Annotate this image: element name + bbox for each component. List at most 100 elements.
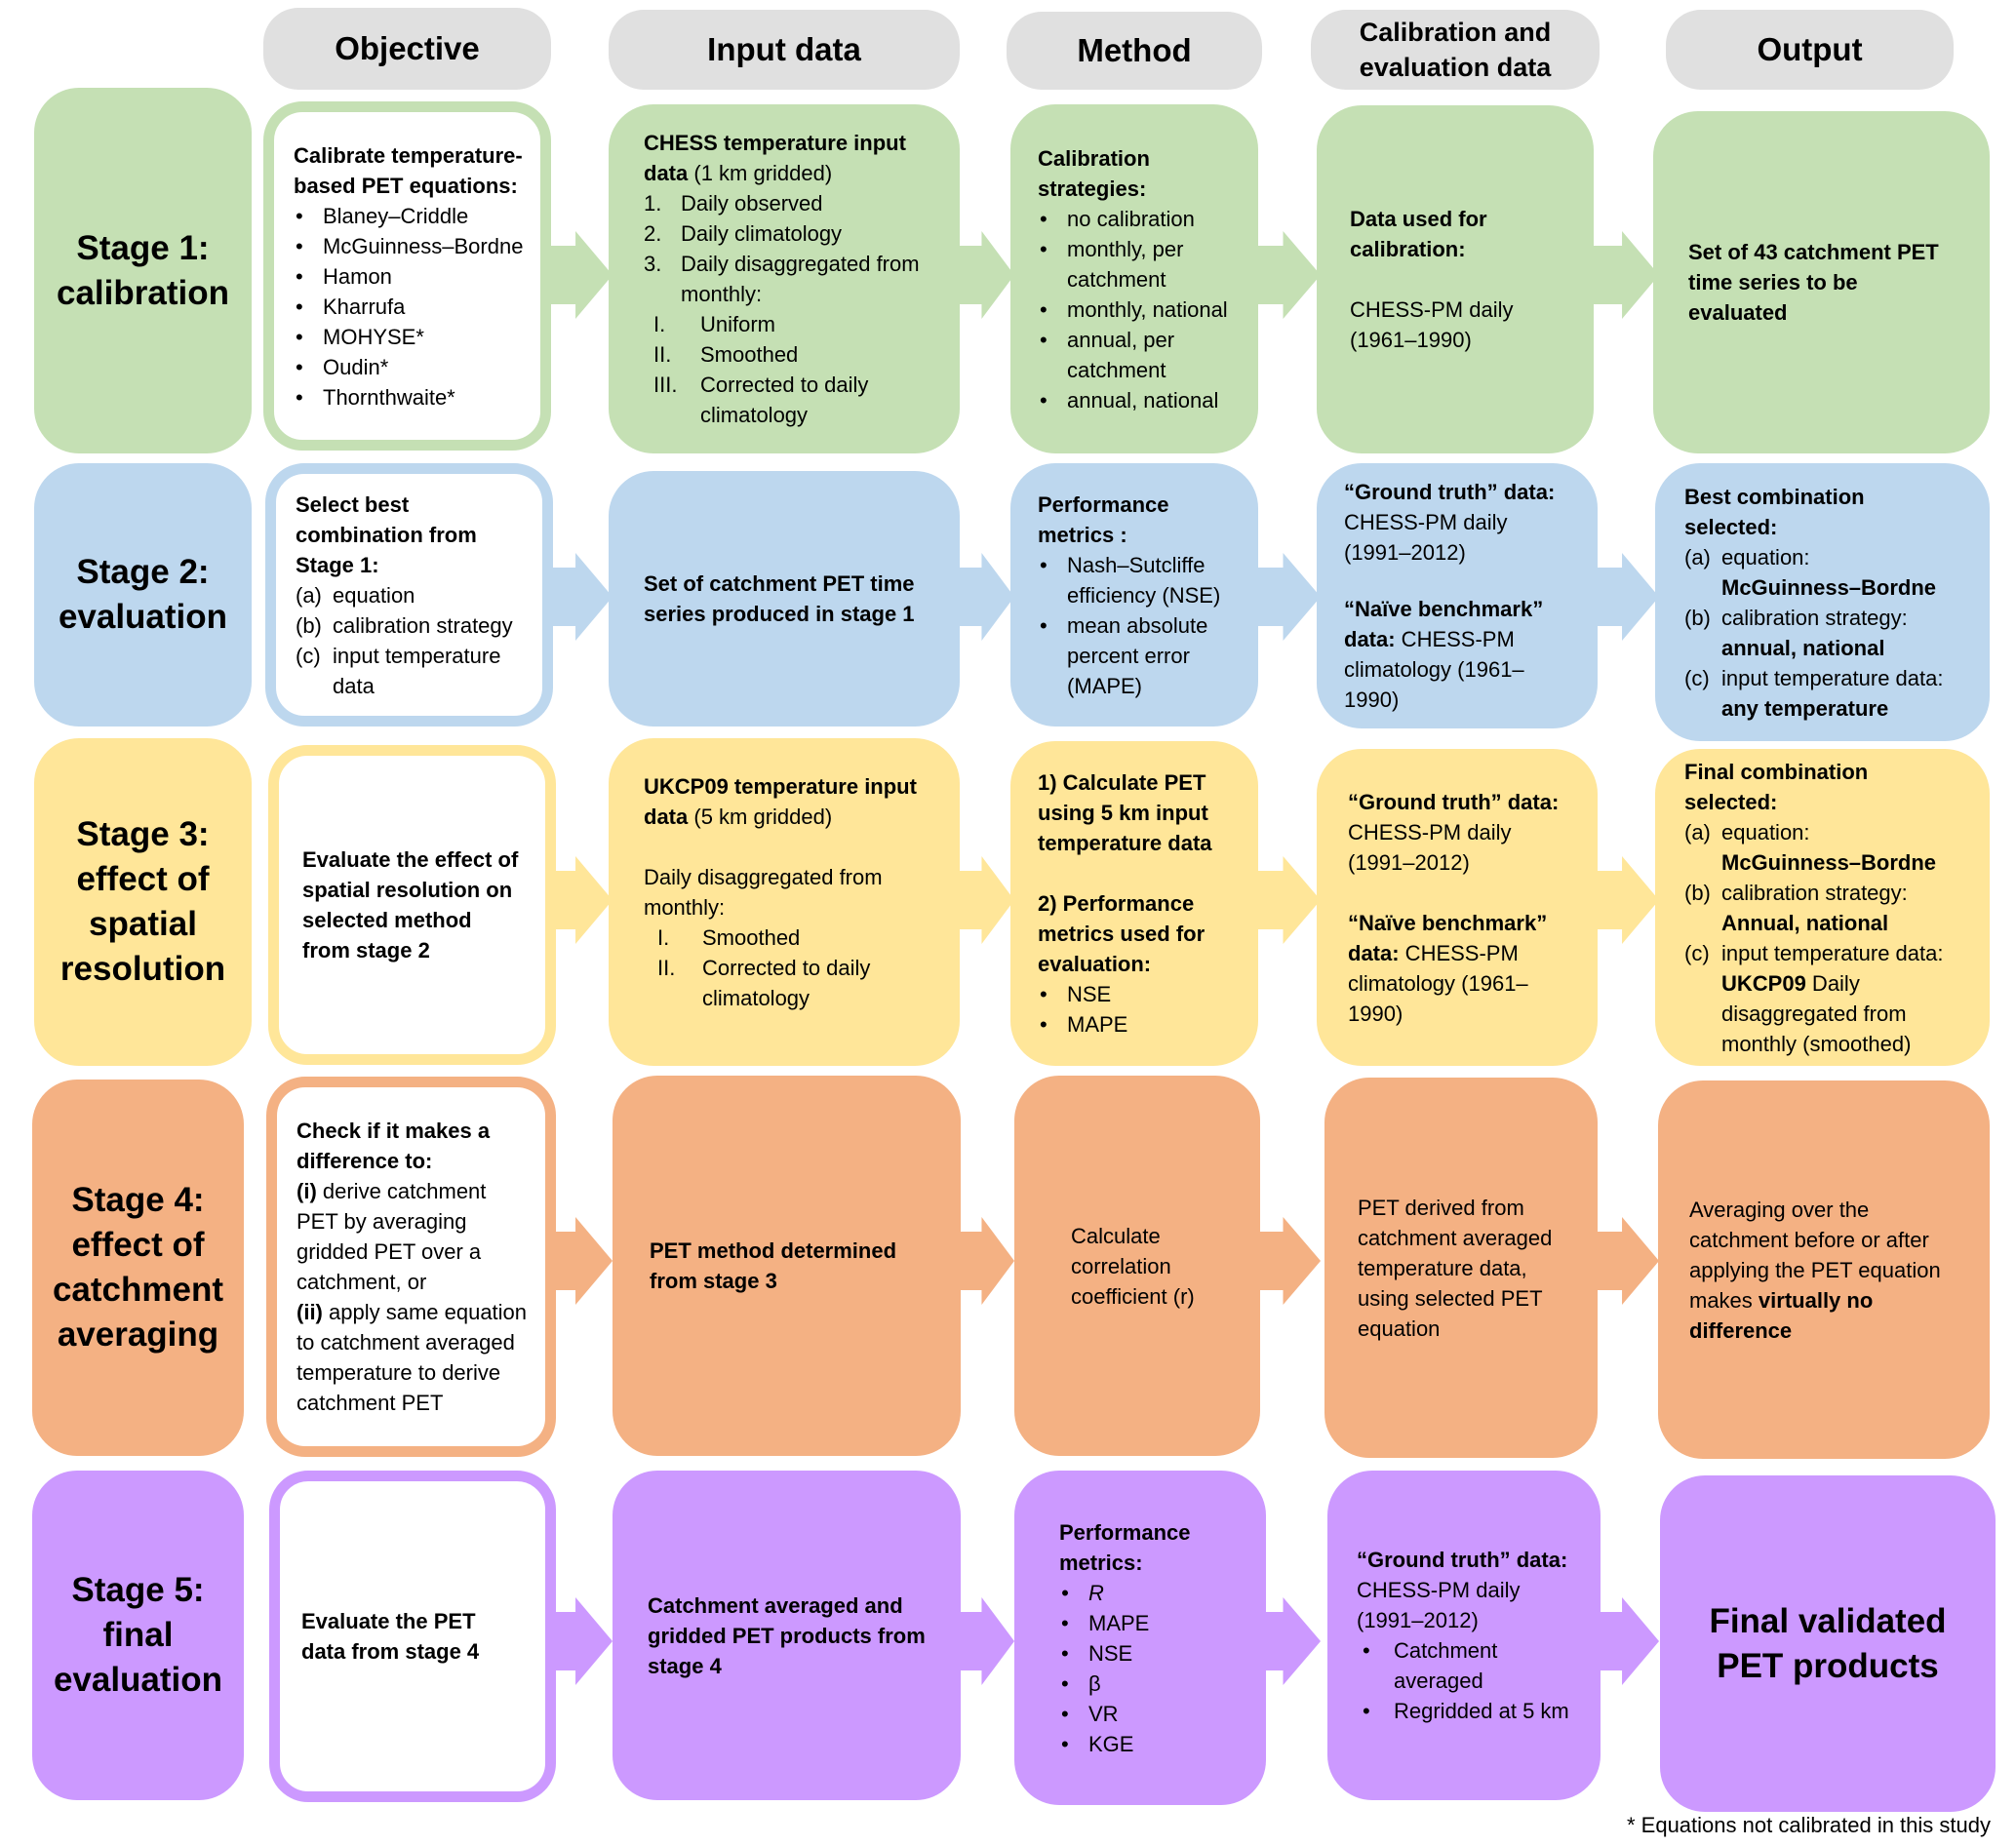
stage1-calib-title: Data used for calibration:	[1350, 207, 1487, 261]
input-subitem: II. Corrected to daily climatology	[644, 953, 925, 1013]
stage5-label-line1: Stage 5:	[71, 1571, 205, 1609]
metric-item: β	[1059, 1669, 1221, 1699]
metric-item: NSE	[1038, 979, 1231, 1009]
item-text: Corrected to daily climatology	[702, 956, 871, 1010]
item-marker: I.	[657, 925, 670, 950]
option-i-label: (i)	[296, 1179, 317, 1203]
stage5-objective: Evaluate the PET data from stage 4	[269, 1471, 556, 1802]
equation-item: Hamon	[294, 261, 527, 292]
naive-benchmark-label: “Naïve benchmark” data:	[1344, 597, 1544, 651]
stage5-output-text: Final validated PET products	[1709, 1601, 1947, 1685]
item-text: Uniform	[700, 312, 776, 336]
stage4-method: Calculate correlation coefficient (r)	[1014, 1076, 1260, 1456]
stage3-label-line1: Stage 3:	[76, 815, 210, 853]
stage2-input-text: Set of catchment PET time series produce…	[644, 571, 915, 626]
ground-truth-text: CHESS-PM daily (1991–2012)	[1357, 1578, 1521, 1632]
strategy-item: no calibration	[1038, 204, 1231, 234]
item-text: input temperature data:	[1721, 665, 1944, 690]
stage3-input-subtitle: Daily disaggregated from monthly:	[644, 865, 883, 920]
stage3-label: Stage 3: effect of spatial resolution	[34, 738, 252, 1066]
stage2-method: Performance metrics : Nash–Sutcliffe eff…	[1010, 463, 1258, 727]
stage2-objective: Select best combination from Stage 1: (a…	[265, 463, 553, 727]
input-subitem: I. Smoothed	[644, 923, 925, 953]
option-ii: (ii) apply same equation to catchment av…	[296, 1297, 532, 1418]
stage2-label: Stage 2:evaluation	[34, 463, 252, 727]
item-text: calibration strategy	[333, 612, 513, 638]
stage5-input-text: Catchment averaged and gridded PET produ…	[648, 1592, 926, 1678]
stage5-label: Stage 5:final evaluation	[32, 1471, 244, 1800]
item-value: McGuinness–Bordne	[1721, 849, 1937, 875]
stage1-label-line2: calibration	[57, 273, 229, 312]
metric-item: KGE	[1059, 1729, 1221, 1759]
option-i-text: derive catchment PET by averaging gridde…	[296, 1179, 487, 1294]
item-marker: I.	[653, 312, 666, 336]
stage3-evaluation-data: “Ground truth” data: CHESS-PM daily (199…	[1317, 749, 1598, 1066]
item-marker: (a)	[1684, 544, 1711, 570]
header-output-label: Output	[1757, 31, 1863, 67]
stage4-arrow-icon-2	[955, 1217, 1014, 1305]
stage3-input-title-suffix: (5 km gridded)	[688, 805, 833, 829]
selection-item: (a)equation:McGuinness–Bordne	[1684, 542, 1960, 603]
criteria-item: (a)equation	[296, 580, 529, 610]
metric-item: VR	[1059, 1699, 1221, 1729]
stage5-objective-text: Evaluate the PET data from stage 4	[301, 1609, 480, 1664]
header-method-label: Method	[1077, 32, 1192, 68]
item-text: Daily disaggregated from monthly:	[681, 252, 920, 306]
stage4-method-text: Calculate correlation coefficient (r)	[1071, 1223, 1195, 1309]
item-marker: II.	[657, 956, 676, 980]
input-item: 1.Daily observed	[644, 188, 925, 218]
stage1-objective: Calibrate temperature-based PET equation…	[263, 101, 551, 451]
header-input-label: Input data	[707, 31, 861, 67]
header-output: Output	[1666, 10, 1954, 90]
metric-item: mean absolute percent error (MAPE)	[1038, 610, 1231, 701]
item-text: equation	[333, 582, 415, 608]
stage3-objective-text: Evaluate the effect of spatial resolutio…	[302, 847, 519, 962]
item-marker: 2.	[644, 221, 662, 246]
stage4-input-data: PET method determined from stage 3	[613, 1076, 961, 1456]
header-objective: Objective	[263, 8, 551, 90]
stage2-arrow-icon-3	[1252, 553, 1321, 641]
stage3-label-line2: effect of spatial resolution	[59, 860, 226, 988]
stage1-input-title: CHESS temperature input data	[644, 131, 906, 185]
stage2-input-data: Set of catchment PET time series produce…	[609, 471, 960, 727]
naive-benchmark-label: “Naïve benchmark” data:	[1348, 910, 1548, 965]
ground-truth-text: CHESS-PM daily (1991–2012)	[1348, 819, 1512, 875]
ground-truth-label: “Ground truth” data:	[1348, 789, 1560, 814]
stage1-output: Set of 43 catchment PET time series to b…	[1653, 111, 1990, 453]
stage5-method-title: Performance metrics:	[1059, 1519, 1191, 1575]
item-text: input temperature data	[333, 643, 501, 698]
stage5-arrow-icon-4	[1592, 1597, 1659, 1685]
selection-item: (c)input temperature data: any temperatu…	[1684, 663, 1960, 724]
item-text: Smoothed	[700, 342, 799, 367]
stage3-output-title: Final combination selected:	[1684, 759, 1869, 814]
item-text: Smoothed	[702, 925, 801, 950]
stage1-arrow-icon-3	[1252, 231, 1321, 319]
item-marker: II.	[653, 342, 672, 367]
item-text: equation:	[1721, 819, 1810, 844]
stage2-evaluation-data: “Ground truth” data: CHESS-PM daily (199…	[1317, 463, 1598, 728]
stage2-arrow-icon-2	[955, 553, 1014, 641]
item-marker: III.	[653, 373, 678, 397]
ground-truth-item: Regridded at 5 km	[1361, 1696, 1571, 1726]
stage2-objective-title: Select best combination from Stage 1:	[296, 491, 477, 577]
stage1-calibration-data: Data used for calibration: CHESS-PM dail…	[1317, 105, 1594, 453]
stage4-output-text: Averaging over the catchment before or a…	[1689, 1197, 1941, 1313]
ground-truth-item: Catchment averaged	[1361, 1635, 1571, 1696]
item-text: calibration strategy:	[1721, 880, 1908, 905]
input-subitem: III.Corrected to daily climatology	[644, 370, 925, 430]
stage4-arrow-icon-4	[1592, 1217, 1659, 1305]
header-input-data: Input data	[609, 10, 960, 90]
stage4-output-emphasis: virtually no difference	[1689, 1287, 1874, 1343]
item-marker: 3.	[644, 252, 662, 276]
header-calibration-evaluation-data: Calibration and evaluation data	[1311, 10, 1600, 90]
stage1-method-title: Calibration strategies:	[1038, 145, 1150, 201]
stage1-arrow-icon-2	[955, 231, 1014, 319]
stage1-method: Calibration strategies: no calibration m…	[1010, 104, 1258, 453]
selection-item: (b)calibration strategy:Annual, national	[1684, 878, 1960, 938]
stage3-method-step2: 2) Performance metrics used for evaluati…	[1038, 891, 1206, 976]
stage1-output-text: Set of 43 catchment PET time series to b…	[1688, 240, 1939, 325]
item-marker: (c)	[1684, 665, 1710, 690]
stage1-input-data: CHESS temperature input data (1 km gridd…	[609, 104, 960, 453]
item-marker: (c)	[1684, 940, 1710, 965]
item-value: McGuinness–Bordne	[1721, 574, 1937, 600]
